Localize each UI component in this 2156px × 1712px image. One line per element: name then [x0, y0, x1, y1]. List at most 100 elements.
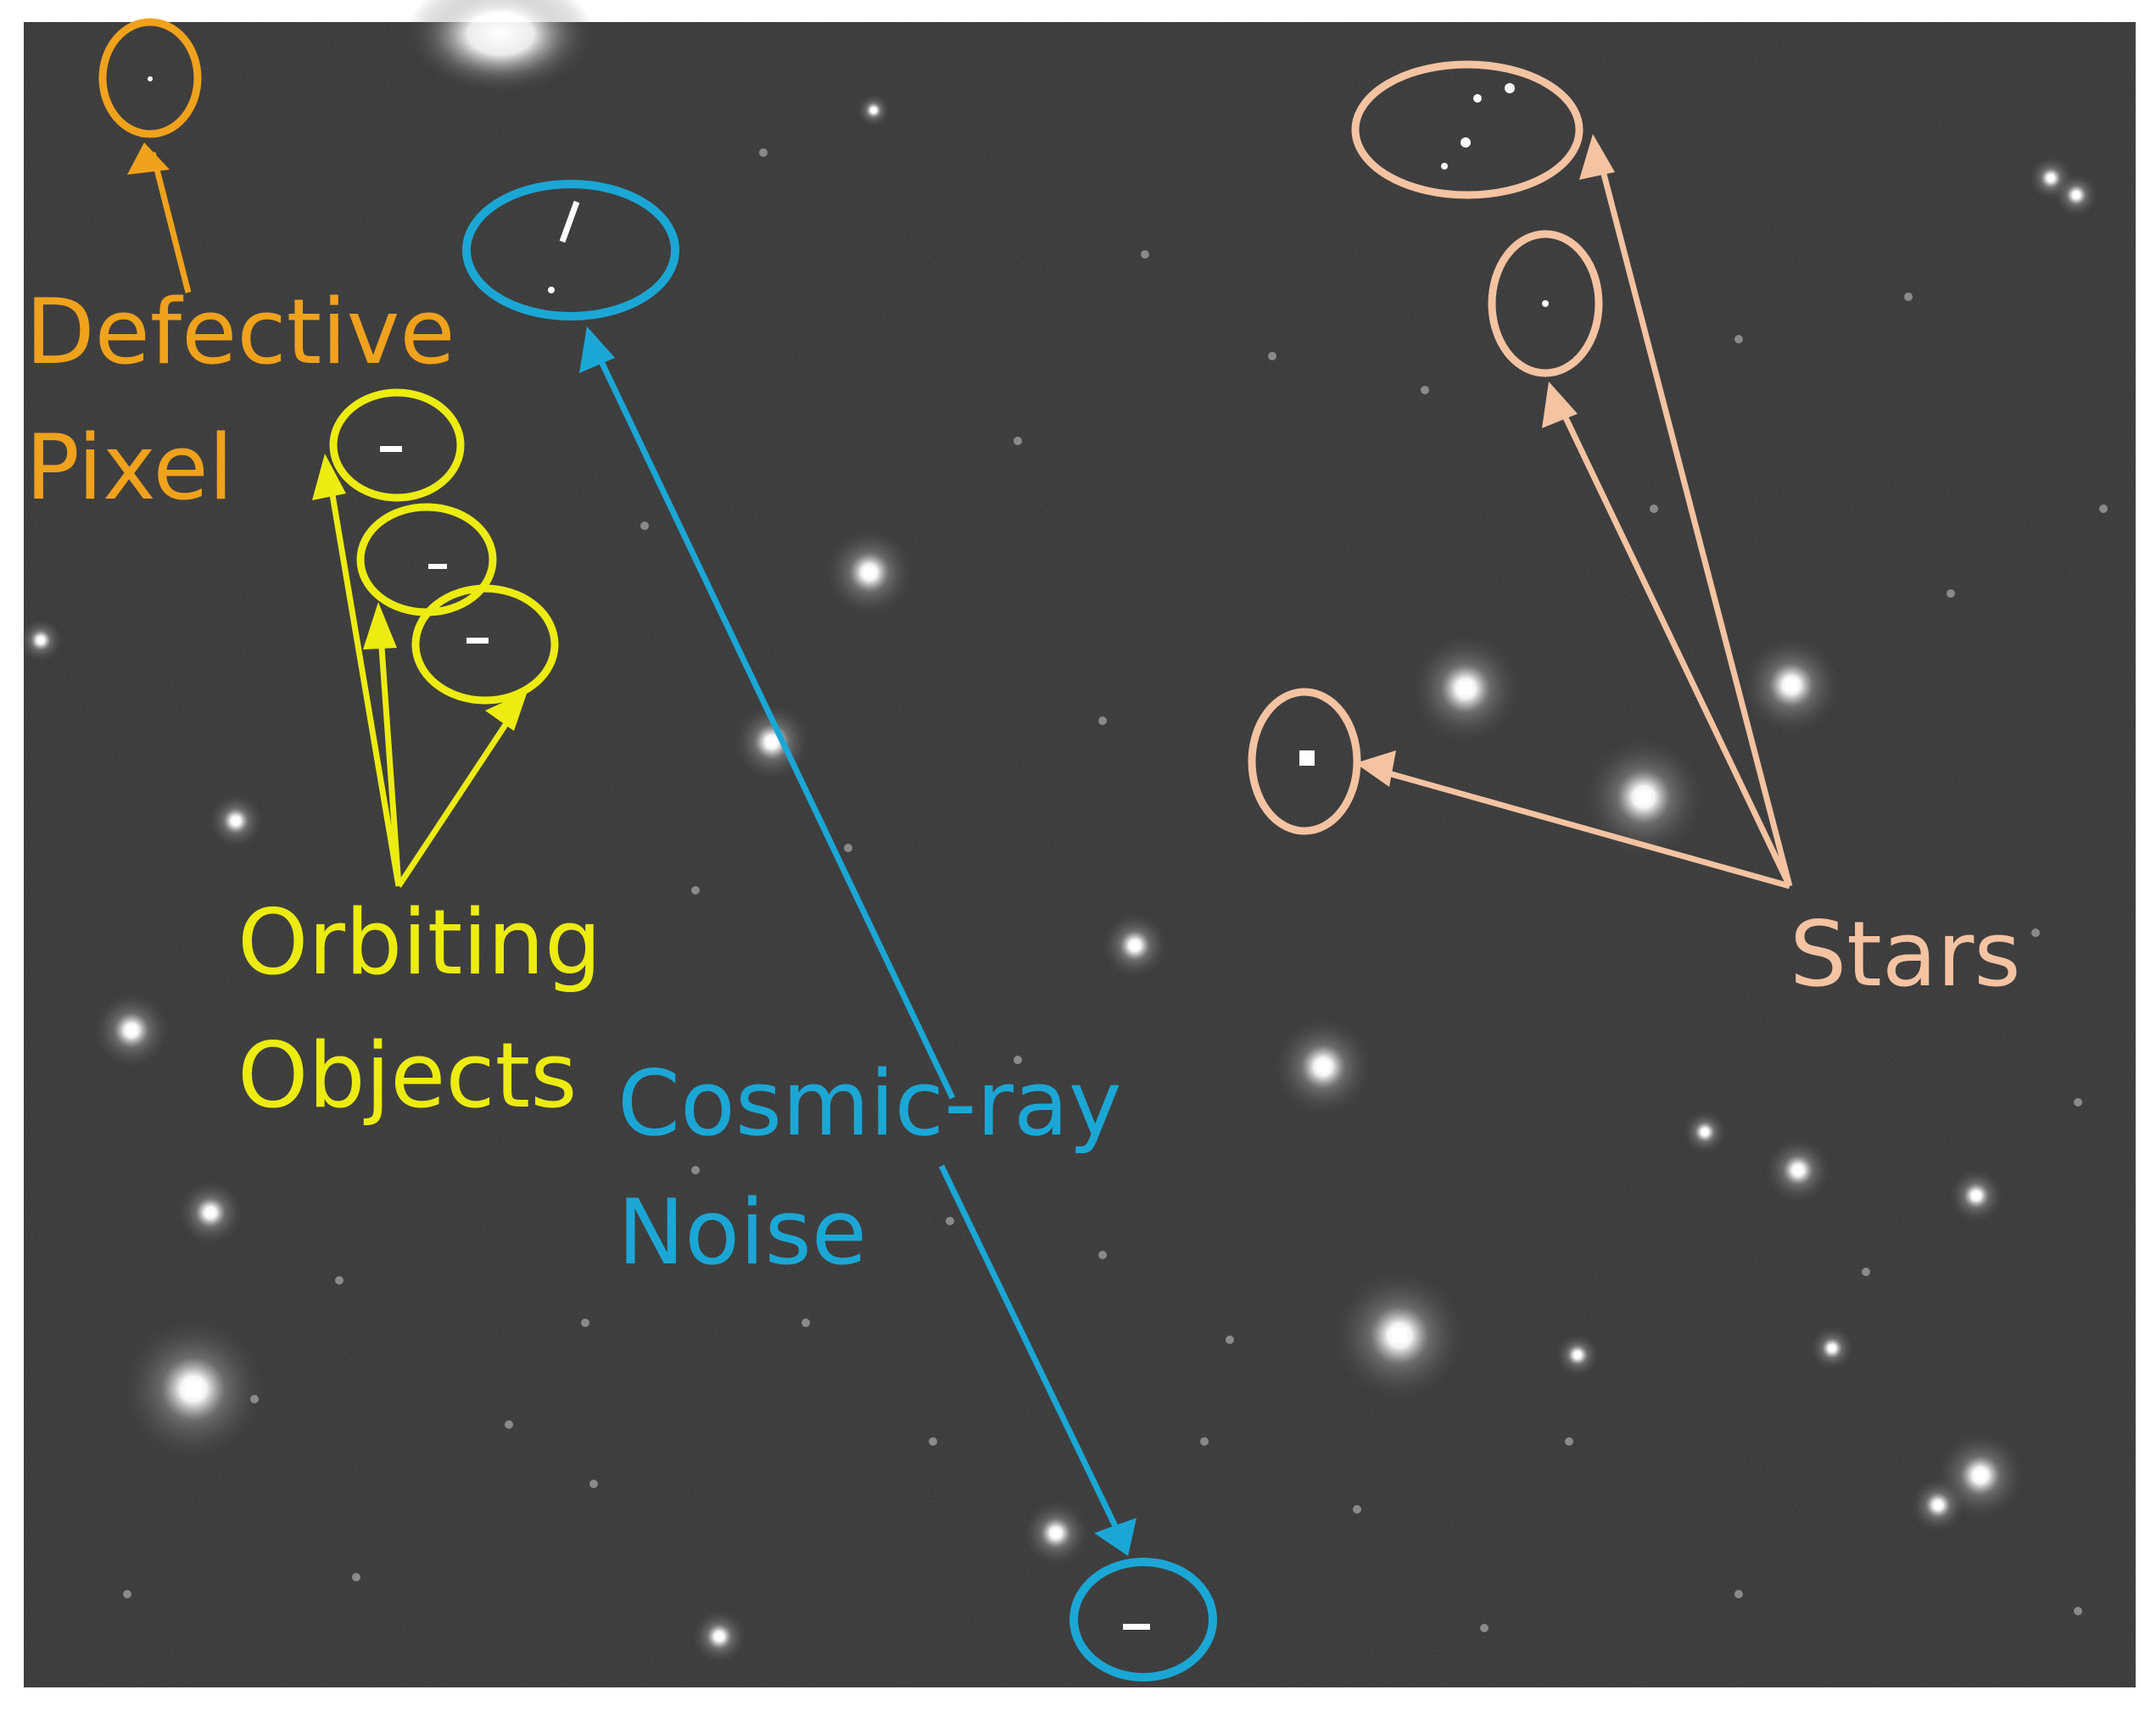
faint-star — [2031, 928, 2040, 937]
bright-star-glare — [407, 0, 594, 93]
faint-star — [1904, 293, 1913, 301]
faint-star — [1200, 1437, 1209, 1446]
star-core — [232, 817, 239, 824]
faint-star — [1141, 250, 1149, 259]
orbiting-arrowhead-2 — [363, 602, 397, 650]
stars-arrow-2 — [1557, 405, 1793, 888]
orbiting-arrowhead-1 — [312, 454, 346, 500]
star-core — [716, 1633, 723, 1640]
faint-star — [1226, 1336, 1234, 1344]
sensor-grain — [24, 22, 2136, 1687]
cosmic-ray-arrow-up — [595, 354, 956, 1100]
cosmic-ray-streak-top — [559, 200, 580, 243]
cosmic-ray-circle-top — [462, 180, 679, 321]
cosmic-ray-label-line1: Cosmic-ray — [617, 1051, 1122, 1156]
orbiting-object-streak-3 — [466, 638, 489, 644]
faint-star — [691, 886, 700, 895]
star-core — [871, 108, 876, 113]
faint-star — [759, 148, 768, 157]
star-core — [767, 737, 777, 747]
faint-star — [2099, 505, 2108, 513]
stars-circle-left — [1248, 688, 1361, 835]
star-core — [2048, 176, 2053, 181]
star-dot-left — [1299, 750, 1315, 766]
orbiting-arrowhead-3 — [485, 691, 528, 731]
star-core — [864, 567, 874, 577]
field-stars — [19, 93, 2108, 1664]
star-core — [185, 1380, 202, 1397]
faint-star — [640, 521, 649, 530]
stars-circle-cluster — [1351, 60, 1583, 199]
star-core — [1459, 682, 1472, 695]
stars-arrowhead-1 — [1579, 134, 1615, 180]
star-core — [1317, 1061, 1329, 1073]
star-core — [1829, 1346, 1835, 1351]
star-cluster-dot-4 — [1441, 163, 1448, 170]
star-core — [1575, 1352, 1580, 1358]
faint-star — [589, 1480, 598, 1488]
star-core — [126, 1025, 137, 1035]
orbiting-arrow-1 — [326, 474, 402, 887]
faint-star — [335, 1276, 344, 1285]
faint-star — [352, 1573, 360, 1581]
faint-star — [1650, 505, 1658, 513]
star-cluster-dot-1 — [1473, 94, 1482, 103]
star-core — [1975, 1470, 1986, 1481]
orbiting-object-streak-2 — [428, 564, 447, 569]
faint-star — [581, 1319, 589, 1327]
orbiting-object-circle-1 — [329, 388, 465, 502]
faint-star — [1862, 1268, 1870, 1276]
cosmic-ray-annotation: Cosmic-ray Noise — [462, 180, 1217, 1681]
defective-pixel-arrow — [149, 152, 192, 293]
star-core — [1392, 1328, 1407, 1343]
stars-annotation: Stars — [1248, 60, 2021, 1007]
orbiting-arrow-3 — [396, 709, 517, 888]
faint-star — [1098, 717, 1107, 725]
faint-star — [123, 1590, 131, 1598]
faint-star — [1734, 1590, 1743, 1598]
cosmic-ray-arrowhead-up — [579, 326, 615, 373]
stars-arrowhead-2 — [1542, 382, 1578, 428]
defective-pixel-arrowhead — [127, 142, 170, 175]
faint-star — [250, 1395, 259, 1403]
faint-star — [1565, 1437, 1573, 1446]
faint-star — [1947, 589, 1955, 598]
defective-pixel-dot — [148, 76, 153, 81]
star-core — [1935, 1502, 1941, 1508]
star-cluster-dot-2 — [1505, 83, 1515, 93]
cosmic-ray-circle-bottom — [1070, 1558, 1217, 1681]
faint-star — [1734, 335, 1743, 343]
orbiting-objects-label-line2: Objects — [237, 1023, 577, 1128]
faint-star — [844, 844, 852, 852]
faint-star — [802, 1319, 810, 1327]
stars-arrowhead-3 — [1355, 750, 1396, 787]
faint-star — [505, 1420, 513, 1429]
defective-pixel-label-line1: Defective — [25, 280, 455, 384]
star-core — [38, 638, 43, 643]
defective-pixel-label-line2: Pixel — [25, 415, 233, 520]
faint-star — [946, 1217, 954, 1225]
faint-star — [2074, 1607, 2082, 1615]
cosmic-ray-dot-top — [548, 287, 555, 293]
stars-label: Stars — [1790, 902, 2021, 1007]
star-core — [1973, 1192, 1980, 1199]
star-core — [2074, 192, 2079, 198]
faint-star — [929, 1437, 937, 1446]
defective-pixel-annotation: Defective Pixel — [25, 18, 455, 520]
stars-circle-middle — [1488, 230, 1603, 377]
stars-arrow-3 — [1382, 768, 1790, 889]
stars-arrow-1 — [1597, 160, 1793, 887]
faint-star — [1098, 1251, 1107, 1259]
star-core — [1785, 679, 1797, 691]
orbiting-arrow-2 — [377, 622, 402, 887]
faint-star — [691, 1166, 700, 1174]
faint-star — [1014, 1056, 1022, 1064]
faint-star — [2074, 1098, 2082, 1107]
star-core — [1702, 1129, 1707, 1135]
faint-star — [1268, 352, 1276, 360]
orbiting-objects-annotation: Orbiting Objects — [237, 388, 601, 1128]
star-core — [1636, 789, 1651, 805]
faint-star — [1480, 1624, 1489, 1632]
